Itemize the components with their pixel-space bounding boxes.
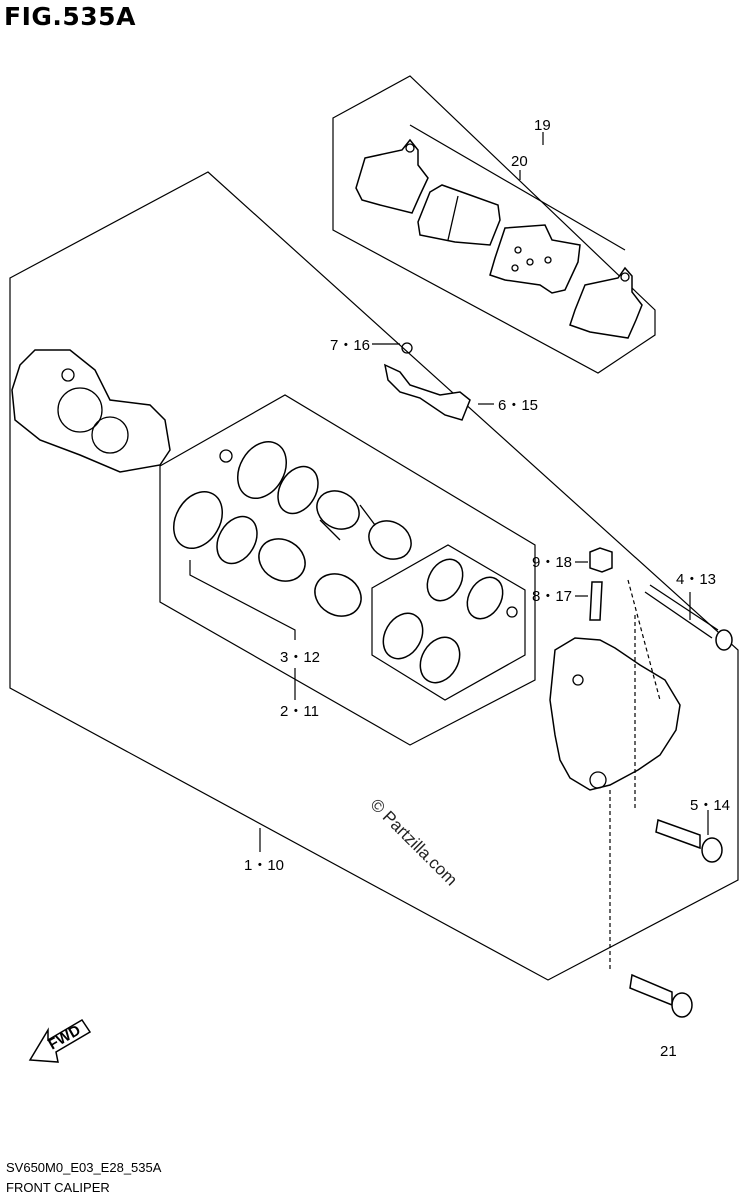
pad-hole — [405, 143, 415, 153]
callout-5-14: 5・14 — [690, 797, 730, 814]
callout-2-11: 2・11 — [280, 703, 319, 720]
seal-piston-bracket — [159, 394, 536, 746]
brake-pad-inner — [417, 184, 501, 246]
mounting-bolt-21 — [629, 973, 693, 1018]
piston — [314, 573, 362, 617]
callout-21: 21 — [660, 1043, 677, 1060]
callout-8-17: 8・17 — [532, 588, 572, 605]
pad-shim — [489, 224, 581, 294]
piston — [258, 538, 306, 582]
piston-seal — [216, 515, 258, 565]
piston-seal — [173, 491, 223, 549]
shim-hole-2 — [526, 258, 534, 266]
assembly-outline — [9, 171, 739, 981]
caliper-mount-hole-top — [572, 674, 584, 686]
callout-19: 19 — [534, 117, 551, 134]
seal-small — [506, 606, 518, 618]
seal-small — [219, 449, 233, 463]
caliper-bore-1 — [57, 387, 103, 433]
piston-seal — [237, 441, 287, 499]
bleeder-valve — [589, 581, 603, 621]
piston — [316, 490, 376, 541]
piston — [368, 520, 412, 560]
figure-title: FIG.535A — [4, 2, 136, 31]
callout-1-10: 1・10 — [244, 857, 284, 874]
pad-groove — [447, 195, 459, 241]
callout-9-18: 9・18 — [532, 554, 572, 571]
piston-seal — [426, 558, 464, 602]
callout-3-12: 3・12 — [280, 649, 320, 666]
caliper-mount-hole — [589, 771, 607, 789]
caliper-bore-2 — [91, 416, 129, 454]
pad-kit-bracket — [332, 75, 656, 374]
callout-4-13: 4・13 — [676, 571, 716, 588]
brake-pad-right — [569, 266, 643, 339]
piston-seal — [419, 636, 461, 684]
piston-seal — [466, 576, 504, 620]
brake-pad-outer — [355, 138, 429, 214]
shim-hole-3 — [544, 256, 552, 264]
pad-pin-bolt — [644, 584, 733, 651]
callout-6-15: 6・15 — [498, 397, 538, 414]
leader-3-12 — [189, 560, 296, 640]
pad-hole-right — [620, 272, 630, 282]
shim-hole-4 — [511, 264, 519, 272]
callout-7-16: 7・16 — [330, 337, 370, 354]
figure-caption: FRONT CALIPER — [6, 1180, 110, 1195]
caliper-bolt-hole — [61, 368, 75, 382]
caliper-bolt-5-14 — [655, 818, 723, 863]
pad-spring-screw — [401, 342, 413, 354]
figure-code: SV650M0_E03_E28_535A — [6, 1160, 162, 1175]
pad-spring — [383, 363, 471, 421]
caliper-half-left — [11, 349, 171, 473]
caliper-body — [549, 637, 681, 791]
piston-seal — [382, 612, 424, 660]
seal-subgroup — [371, 544, 526, 701]
pad-set-line — [409, 124, 626, 251]
bleeder-cap — [589, 547, 613, 573]
fwd-arrow-icon: FWD — [28, 1018, 92, 1063]
piston-seal — [277, 465, 319, 515]
shim-hole-1 — [514, 246, 522, 254]
callout-20: 20 — [511, 153, 528, 170]
